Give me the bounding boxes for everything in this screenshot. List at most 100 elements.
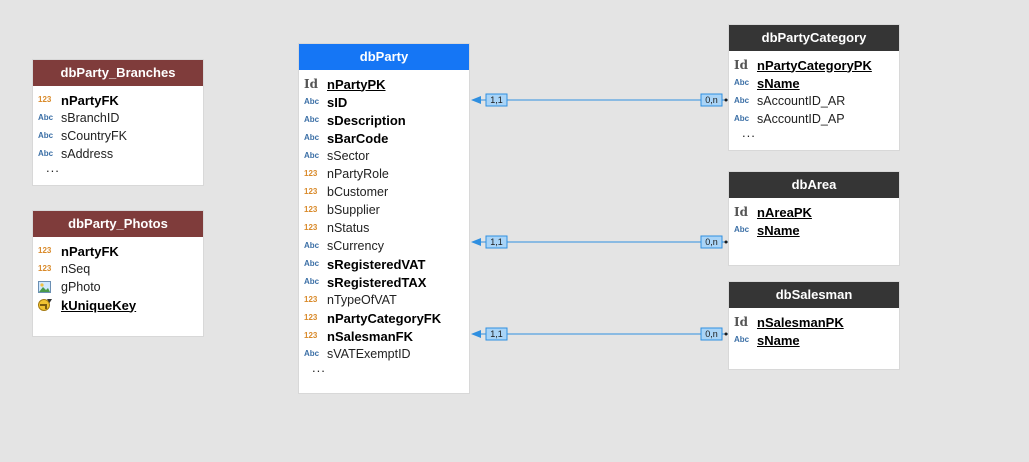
entity-title[interactable]: dbSalesman [729, 282, 899, 308]
entity-title[interactable]: dbArea [729, 172, 899, 198]
field-name: sRegisteredTAX [327, 274, 427, 290]
field-name: sAccountID_AP [757, 112, 845, 126]
field-name: nSeq [61, 262, 91, 276]
field-row[interactable]: Abc sCurrency [304, 237, 469, 255]
cardinality-to: 0,n [705, 237, 718, 247]
entity-title[interactable]: dbParty [299, 44, 469, 70]
field-row[interactable]: Abc sSector [304, 147, 469, 165]
text-icon: Abc [734, 78, 750, 87]
field-name: nPartyPK [327, 76, 386, 92]
text-icon: Abc [38, 149, 54, 158]
field-name: bSupplier [327, 203, 380, 217]
number-icon: 123 [304, 313, 318, 322]
cardinality-from: 1,1 [490, 329, 503, 339]
text-icon: Abc [304, 133, 320, 142]
field-name: sSector [327, 149, 370, 163]
unique-key-icon [38, 298, 55, 312]
text-icon: Abc [734, 96, 750, 105]
number-icon: 123 [38, 95, 52, 104]
more-fields-ellipsis[interactable]: ... [312, 360, 326, 375]
more-fields-ellipsis[interactable]: ... [742, 125, 756, 140]
field-row[interactable]: Abc sName [734, 221, 899, 239]
field-name: nSalesmanPK [757, 314, 844, 330]
number-icon: 123 [304, 223, 318, 232]
text-icon: Abc [734, 225, 750, 234]
text-icon: Abc [38, 113, 54, 122]
cardinality-from: 1,1 [490, 237, 503, 247]
text-icon: Abc [38, 131, 54, 140]
arrow-head-icon [471, 238, 481, 246]
field-name: sRegisteredVAT [327, 256, 426, 272]
key-id-icon: Id [734, 58, 749, 72]
field-row[interactable]: 123 bSupplier [304, 201, 469, 219]
field-name: sName [757, 222, 800, 238]
field-row[interactable]: Abc sAccountID_AP [734, 110, 899, 128]
text-icon: Abc [304, 115, 320, 124]
entity-title[interactable]: dbParty_Branches [33, 60, 203, 86]
field-name: sCountryFK [61, 129, 127, 143]
number-icon: 123 [38, 246, 52, 255]
more-fields-ellipsis[interactable]: ... [46, 160, 60, 175]
field-row[interactable]: Id nSalesmanPK [734, 313, 899, 331]
cardinality-badge [485, 327, 508, 341]
field-row[interactable]: Abc sAddress [38, 145, 203, 163]
key-id-icon: Id [734, 315, 749, 329]
field-name: nSalesmanFK [327, 328, 413, 344]
field-row[interactable]: Abc sCountryFK [38, 127, 203, 145]
field-row[interactable]: gPhoto [38, 278, 203, 296]
cardinality-badge [700, 93, 723, 107]
field-name: sCurrency [327, 239, 384, 253]
field-name: nTypeOfVAT [327, 293, 397, 307]
relation-salesman-party: 1,1 0,n [471, 327, 729, 341]
connector-dot [724, 240, 728, 244]
text-icon: Abc [304, 349, 320, 358]
cardinality-to: 0,n [705, 329, 718, 339]
field-name: nPartyRole [327, 167, 389, 181]
relation-area-party: 1,1 0,n [471, 235, 729, 249]
field-name: sAddress [61, 147, 114, 161]
number-icon: 123 [304, 205, 318, 214]
entity-title[interactable]: dbPartyCategory [729, 25, 899, 51]
cardinality-badge [700, 327, 723, 341]
field-row[interactable]: 123 nSeq [38, 260, 203, 278]
field-row[interactable]: kUniqueKey [38, 296, 203, 314]
entity-title[interactable]: dbParty_Photos [33, 211, 203, 237]
text-icon: Abc [304, 97, 320, 106]
text-icon: Abc [734, 114, 750, 123]
text-icon: Abc [304, 241, 320, 250]
number-icon: 123 [38, 264, 52, 273]
text-icon: Abc [304, 151, 320, 160]
